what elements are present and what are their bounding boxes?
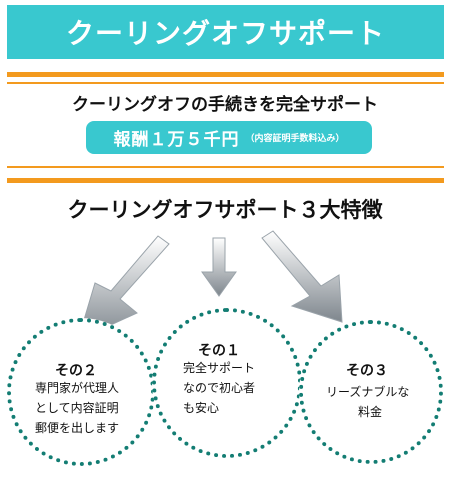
feature-1-line: なので初心者 [183, 381, 256, 395]
down-arrow-icon [261, 230, 343, 323]
feature-1-line: 完全サポート [183, 361, 256, 375]
fee-note: （内容証明手数料込み） [245, 134, 345, 144]
header-title: クーリングオフサポート [65, 17, 385, 50]
fee-label: 報酬１万５千円 [113, 130, 240, 150]
feature-circle-1 [152, 308, 302, 458]
feature-3-line: 料金 [358, 405, 383, 419]
offer-subtitle: クーリングオフの手続きを完全サポート [72, 95, 378, 115]
feature-3-line: リーズナブルな [326, 385, 410, 399]
feature-2-title: その２ [55, 363, 97, 379]
features-heading: クーリングオフサポート３大特徴 [67, 198, 383, 222]
fee-badge: 報酬１万５千円 （内容証明手数料込み） [86, 121, 372, 154]
feature-1-line: も安心 [183, 401, 220, 415]
orange-rule [7, 166, 444, 168]
feature-1-title: その１ [198, 343, 240, 359]
orange-rule [7, 82, 444, 84]
feature-circle-2 [7, 318, 155, 466]
header-banner: クーリングオフサポート [7, 5, 444, 59]
orange-rule [7, 178, 444, 183]
down-arrow-icon [201, 237, 237, 297]
feature-2-line: として内容証明 [35, 401, 119, 415]
feature-2-line: 専門家が代理人 [35, 381, 120, 395]
orange-rule [7, 72, 444, 77]
feature-3-title: その３ [346, 363, 388, 379]
feature-circle-3 [299, 320, 443, 464]
feature-2-line: 郵便を出します [35, 421, 120, 435]
